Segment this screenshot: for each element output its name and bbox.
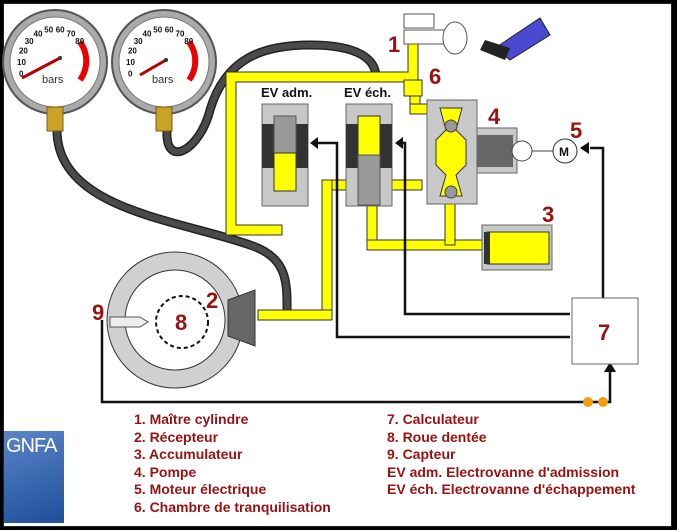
- gauge-tick-label: 70: [67, 29, 76, 38]
- label-ev-ech: EV éch.: [344, 85, 391, 100]
- legend-item: 1. Maître cylindre: [134, 411, 249, 427]
- gauge-tick-label: 10: [17, 58, 26, 67]
- gauge-tick-label: 0: [128, 69, 133, 78]
- gauge-tick-label: 0: [19, 69, 24, 78]
- gauge-tick-label: 30: [134, 37, 143, 46]
- legend-item: 7. Calculateur: [387, 411, 479, 427]
- electric-motor: M: [552, 138, 578, 164]
- legend-item: EV éch. Electrovanne d'échappement: [387, 481, 636, 497]
- gauge-tick-label: 70: [176, 29, 185, 38]
- legend-item: 9. Capteur: [387, 446, 456, 462]
- number-9: 9: [92, 300, 104, 325]
- valve-ev-ech: EV éch.: [344, 85, 393, 207]
- gauge-tick-label: 10: [126, 58, 135, 67]
- wheel-assembly: [106, 251, 256, 389]
- accumulator: [481, 224, 553, 271]
- gauge-tick-label: 80: [184, 37, 193, 46]
- calculator: [571, 297, 639, 365]
- gauge-right-unit: bars: [152, 74, 174, 86]
- number-2: 2: [206, 288, 218, 313]
- legend-right: 7. Calculateur 8. Roue dentée 9. Capteur…: [387, 411, 635, 499]
- receiver: [227, 289, 256, 347]
- legend-item: 4. Pompe: [134, 463, 197, 480]
- signal-dot: [583, 397, 593, 407]
- number-4: 4: [488, 104, 501, 129]
- number-8: 8: [175, 310, 187, 335]
- gauge-tick-label: 50: [44, 26, 53, 35]
- hose-right-inner: [163, 41, 379, 155]
- legend-item: 2. Récepteur: [134, 428, 219, 445]
- gauge-tick-label: 60: [165, 26, 174, 35]
- sensor: [109, 316, 149, 328]
- motor-symbol: M: [559, 145, 569, 159]
- gauge-tick-label: 40: [143, 29, 152, 38]
- legend-item: 8. Roue dentée: [387, 428, 487, 445]
- valve-ev-adm: EV adm.: [261, 85, 312, 207]
- hose-left-inner: [54, 129, 291, 319]
- chambre-tranquilisation: [403, 79, 423, 97]
- gauge-left-unit: bars: [42, 74, 64, 86]
- pump: [426, 99, 553, 205]
- gauge-tick-label: 20: [19, 47, 28, 56]
- legend-item: 5. Moteur électrique: [134, 481, 267, 497]
- gauge-tick-label: 50: [153, 26, 162, 35]
- number-5: 5: [570, 118, 582, 143]
- legend-item: EV adm. Electrovanne d'admission: [387, 463, 620, 480]
- logo-text: GNFA: [6, 435, 57, 457]
- number-3: 3: [542, 202, 554, 227]
- gauge-tick-label: 80: [75, 37, 84, 46]
- gauge-tick-label: 20: [128, 47, 137, 56]
- number-1: 1: [388, 32, 400, 57]
- gauge-tick-label: 40: [34, 29, 43, 38]
- number-7: 7: [598, 320, 610, 345]
- legend-item: 3. Accumulateur: [134, 446, 243, 462]
- gnfa-logo: GNFA: [4, 431, 64, 523]
- signal-dot: [598, 397, 608, 407]
- legend-left: 1. Maître cylindre 2. Récepteur 3. Accum…: [134, 411, 331, 516]
- gauge-tick-label: 30: [25, 37, 34, 46]
- master-cylinder: [403, 13, 551, 61]
- label-ev-adm: EV adm.: [261, 85, 312, 100]
- toothed-wheel: [155, 295, 209, 349]
- gauge-tick-label: 60: [56, 26, 65, 35]
- number-6: 6: [429, 64, 441, 89]
- legend-item: 6. Chambre de tranquilisation: [134, 498, 331, 515]
